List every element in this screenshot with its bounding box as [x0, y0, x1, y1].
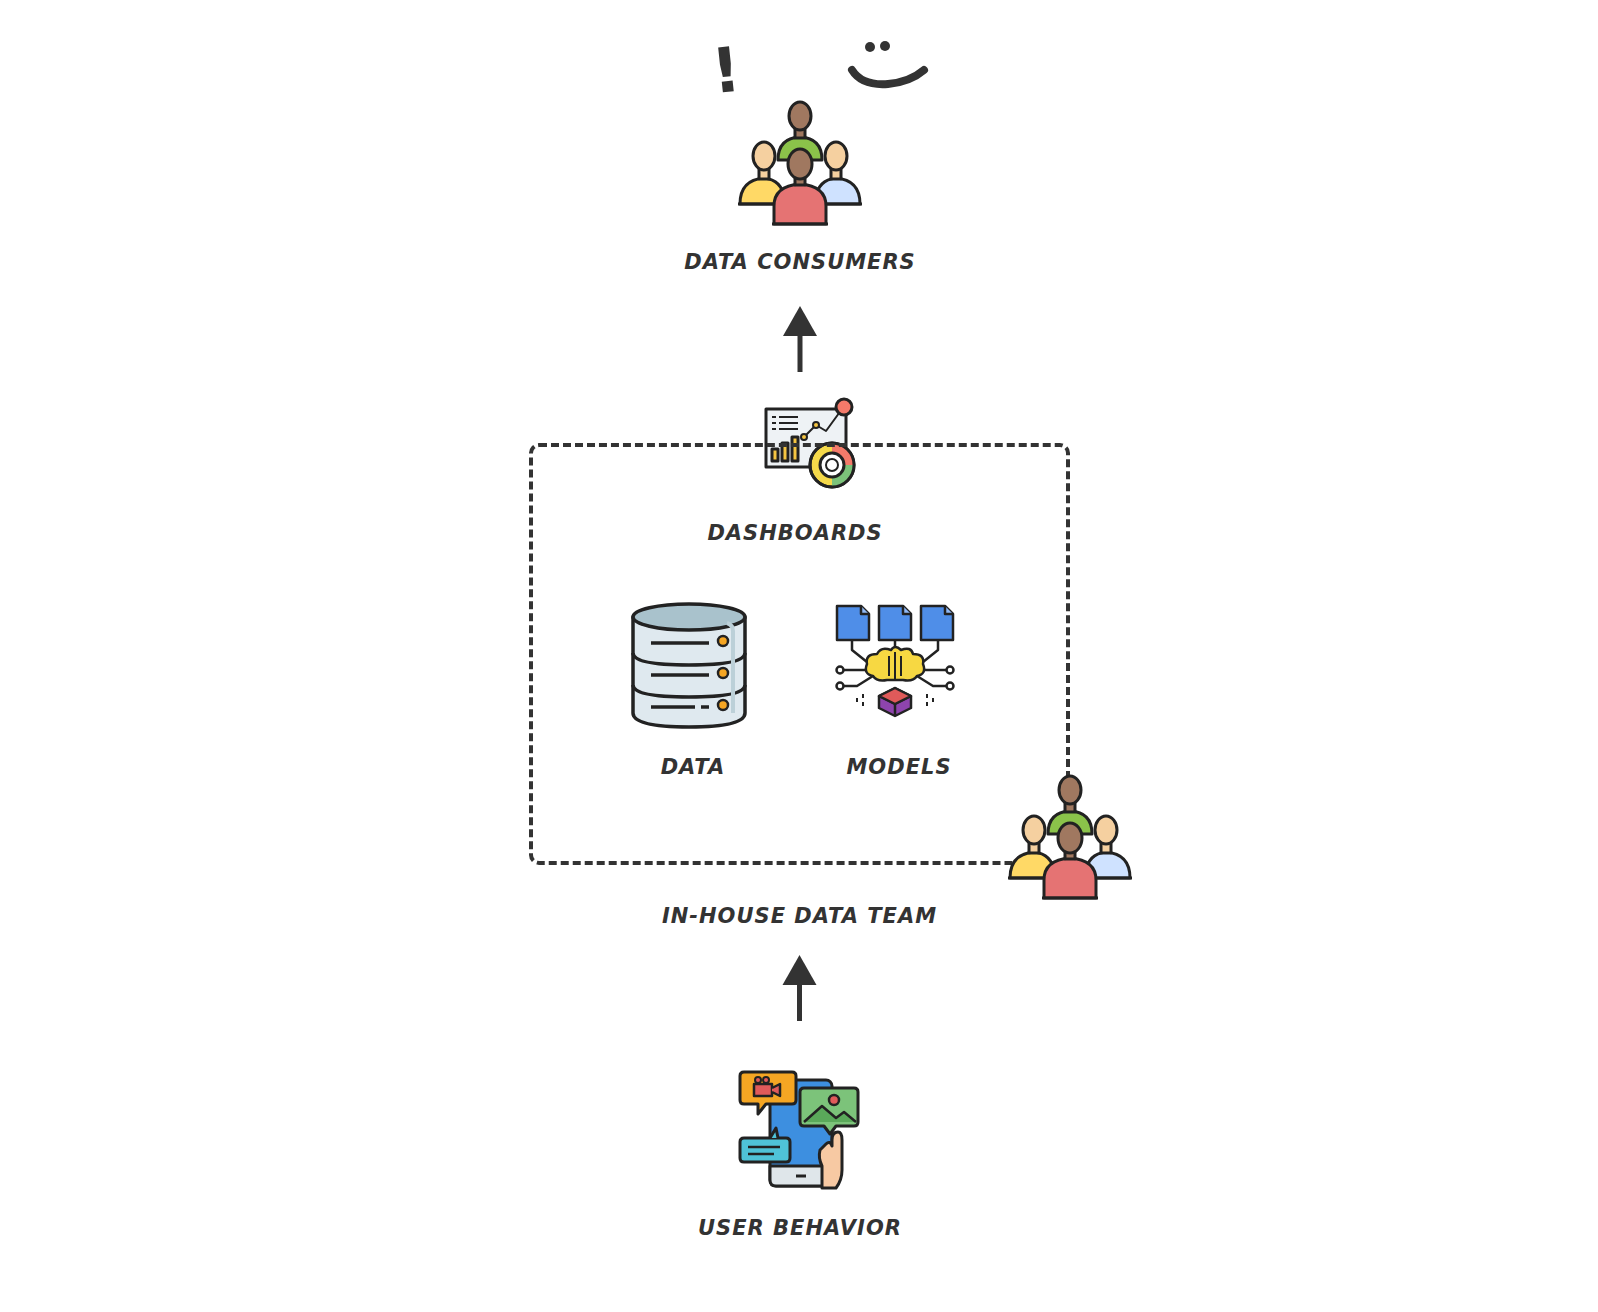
user-behavior-icon-part-part: [740, 1138, 790, 1162]
user-behavior-icon-part-part: [748, 1153, 774, 1156]
dashboard-icon-part-part: [772, 417, 798, 429]
user-behavior-node: USER BEHAVIOR: [680, 1066, 920, 1246]
models-node: MODELS: [819, 600, 979, 784]
user-behavior-icon-part-part: [754, 1084, 772, 1096]
data-node: DATA: [613, 600, 773, 784]
models-icon-part-part: [903, 606, 911, 614]
user-behavior-icon-part-part: [829, 1095, 839, 1105]
flow-arrow-part: [797, 981, 802, 1021]
dashboard-icon-part-part-part: [779, 428, 798, 430]
user-behavior-icon-part-part: [770, 1128, 778, 1138]
node-label: IN-HOUSE DATA TEAM: [662, 904, 937, 928]
flow-arrow-part: [783, 955, 817, 985]
flow-arrow: [783, 955, 817, 1021]
flow-arrow-part: [783, 306, 817, 336]
models-icon-part-part: [879, 688, 911, 704]
smiley-doodle-part: [852, 70, 924, 84]
models-icon-part-part: [947, 683, 954, 690]
models-icon-part-part: [857, 694, 933, 706]
dashboards-node: DASHBOARDS: [685, 401, 905, 547]
user-behavior-icon-part-part: [819, 1132, 842, 1188]
dashboard-icon-part-part-part: [779, 416, 798, 418]
dashboard-icon-part-part: [792, 437, 798, 461]
database-icon-part-part: [727, 623, 733, 713]
database-icon-part-part: [718, 668, 728, 678]
user-behavior-icon-part-part: [796, 1175, 806, 1178]
team-people-icon: [1006, 772, 1134, 900]
dashboard-icon-part-part-part: [772, 416, 776, 418]
database-icon-part-part: [651, 673, 709, 677]
dashboard-icon-part-part-part: [779, 422, 798, 424]
database-icon-part-part: [718, 636, 728, 646]
models-icon-part-part: [843, 676, 873, 686]
models-icon-part-part: [861, 606, 869, 614]
node-label: DASHBOARDS: [707, 521, 882, 545]
user-behavior-icon-part-part: [763, 1077, 769, 1083]
dashboard-icon-part-part: [801, 434, 807, 440]
people-group-icon-part: [738, 102, 862, 224]
dashboard-icon-part-part: [826, 459, 838, 471]
dashboard-icon-part-part-part: [772, 428, 776, 430]
models-icon-part-part: [923, 640, 938, 662]
database-icon-part-part: [651, 705, 695, 709]
user-behavior-icon-part-part: [800, 1088, 858, 1134]
models-icon-part-part: [837, 683, 844, 690]
user-behavior-icon-part-part: [772, 1084, 780, 1096]
models-icon-part-part: [837, 667, 844, 674]
smiley-doodle: [848, 38, 930, 98]
database-icon-part-part: [651, 641, 709, 645]
smiley-doodle-part: [880, 41, 890, 51]
models-icon-part-part: [879, 606, 911, 640]
team-boundary: IN-HOUSE DATA TEAMDASHBOARDSDATAMODELS: [529, 443, 1070, 865]
user-behavior-icon-part-part: [748, 1146, 780, 1149]
consumer-group: DATA CONSUMERS: [678, 94, 922, 276]
database-icon-part-part: [633, 617, 745, 727]
models-icon-part-part: [889, 652, 901, 680]
dashboard-icon-part-part-part: [772, 422, 776, 424]
models-icon-part-part: [947, 667, 954, 674]
dashboard-icon-part-part: [772, 449, 778, 461]
models-icon-part-part: [879, 688, 911, 716]
flow-arrow-part: [798, 332, 803, 372]
node-label: USER BEHAVIOR: [698, 1216, 902, 1240]
smiley-doodle-part: [865, 42, 875, 52]
team-people-icon-part: [1008, 776, 1132, 898]
models-icon-part-part: [917, 676, 947, 686]
user-behavior-icon-part-part: [740, 1072, 796, 1114]
dashboard-icon-part-part: [810, 443, 854, 487]
database-icon: [629, 601, 749, 731]
node-label: DATA: [661, 755, 726, 779]
dashboard-icon-part-part: [813, 422, 819, 428]
user-behavior-icon: [740, 1070, 860, 1190]
node-label: DATA CONSUMERS: [684, 250, 916, 274]
models-icon-part: [837, 606, 954, 716]
models-icon-part-part: [866, 647, 924, 681]
node-label: MODELS: [846, 755, 951, 779]
database-icon-part-part: [633, 604, 745, 630]
dashboard-icon-part-part: [836, 399, 852, 415]
models-icon-part-part: [921, 606, 953, 640]
dashboard-icon-part-part: [810, 443, 854, 487]
database-icon-part-part: [633, 653, 745, 665]
user-behavior-icon-part-part: [804, 1106, 856, 1122]
exclamation-mark: !: [709, 39, 744, 104]
flow-arrow: [783, 306, 817, 372]
dashboard-icon-part-part: [804, 409, 842, 437]
dashboard-icon-part-part: [820, 453, 844, 477]
people-group-icon: [736, 98, 864, 226]
user-behavior-icon-part: [740, 1072, 858, 1188]
database-icon-part-part: [701, 705, 709, 709]
models-icon: [833, 604, 957, 728]
database-icon-part-part: [633, 685, 745, 697]
user-behavior-icon-part-part: [755, 1077, 761, 1083]
models-icon-part-part: [945, 606, 953, 614]
models-icon-part-part: [837, 606, 869, 640]
database-icon-part: [633, 604, 745, 727]
database-icon-part-part: [718, 700, 728, 710]
models-icon-part-part: [852, 640, 867, 662]
